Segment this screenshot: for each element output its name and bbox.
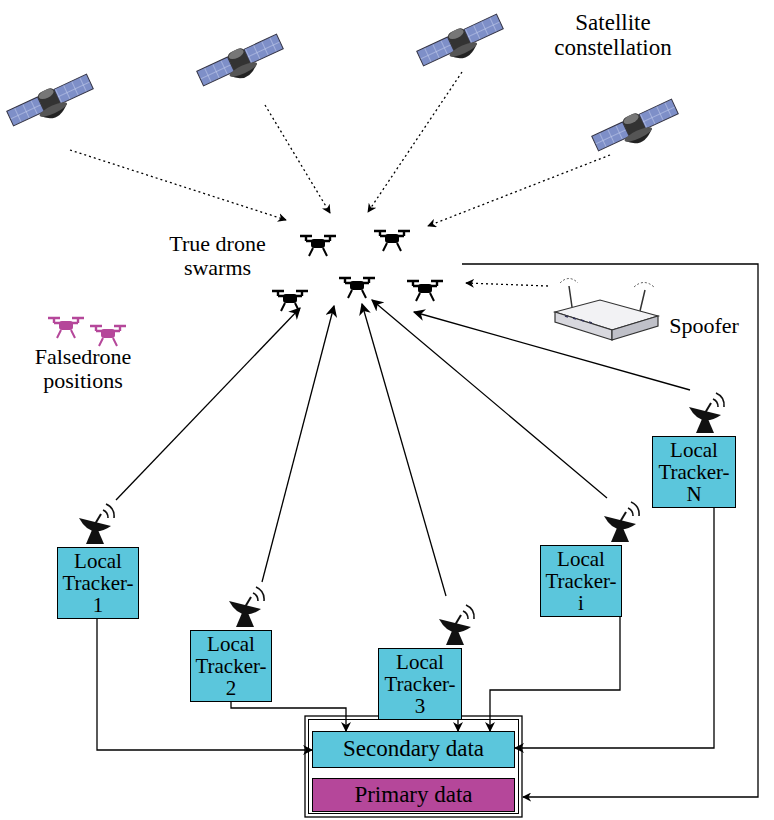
- data-connector: [231, 702, 346, 731]
- group-label: True drone swarms: [150, 232, 285, 280]
- box-text: Local Tracker-N: [656, 439, 732, 505]
- group-label: Satellite constellation: [528, 10, 698, 61]
- data-connector: [97, 619, 312, 750]
- legend-note: Falsedrone positions: [18, 345, 148, 393]
- box-text: Local Tracker-i: [544, 548, 618, 614]
- box-text: Secondary data: [343, 737, 484, 761]
- box-text: Primary data: [354, 783, 472, 807]
- tracker-box: Local Tracker-2: [190, 630, 272, 702]
- tracker-box: Local Tracker-i: [540, 545, 622, 617]
- tracker-box: Local Tracker-3: [378, 648, 462, 720]
- tracker-box: Local Tracker-1: [57, 547, 139, 619]
- tracker-box: Local Tracker-N: [652, 436, 736, 508]
- data-connector: [457, 720, 458, 731]
- box-text: Local Tracker-2: [194, 633, 268, 699]
- device-label: Spoofer: [662, 314, 746, 338]
- box-text: Local Tracker-1: [61, 550, 135, 616]
- data-connector: [515, 508, 714, 748]
- data-connector: [490, 617, 620, 731]
- box-text: Local Tracker-3: [382, 651, 458, 717]
- data-box: Secondary data: [312, 731, 515, 768]
- data-box: Primary data: [312, 778, 515, 812]
